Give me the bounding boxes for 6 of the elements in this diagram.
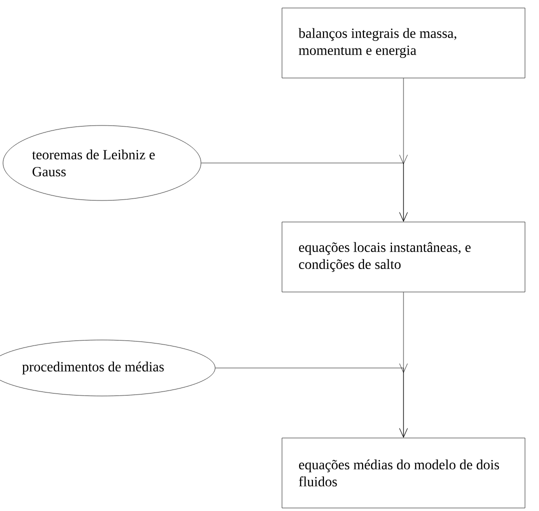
arrow — [201, 154, 408, 222]
process-box: equações locais instantâneas, e condições de salto — [282, 222, 526, 292]
arrow — [215, 363, 408, 438]
ellipse-node: teoremas de Leibniz e Gauss — [2, 125, 202, 201]
process-box: equações médias do modelo de dois fluidos — [282, 438, 526, 508]
process-box: balanços integrais de massa, momentum e energia — [282, 8, 526, 78]
